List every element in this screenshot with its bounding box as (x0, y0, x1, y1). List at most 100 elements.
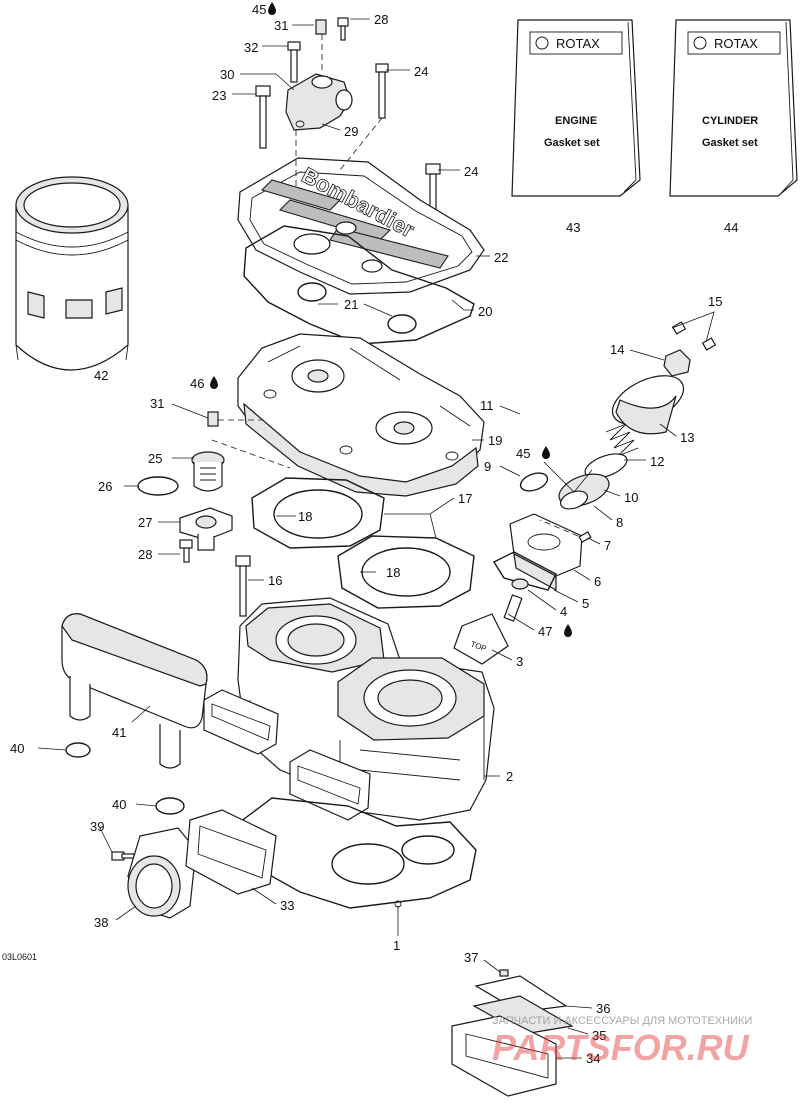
callout-28: 28 (138, 547, 152, 562)
callout-46: 46 (190, 376, 204, 391)
watermark-brand: PARTSFOR.RU (492, 1027, 750, 1068)
cylinder-head-cover: Bombardier (237, 157, 485, 295)
exhaust-valve-blade: TOP (453, 613, 509, 665)
callout-28: 28 (374, 12, 388, 27)
small-plug-31 (207, 411, 219, 427)
callout-15: 15 (708, 294, 722, 309)
callout-18: 18 (298, 509, 312, 524)
callout-30: 30 (220, 67, 234, 82)
callout-45: 45 (252, 2, 266, 17)
callout-47: 47 (538, 624, 552, 639)
booklet-cylinder-gasket-set: ROTAX CYLINDER Gasket set (669, 19, 798, 197)
booklet-subtitle: Gasket set (544, 137, 600, 149)
assembly-guide-lines (211, 34, 579, 537)
valve-cover (611, 375, 685, 435)
callout-22: 22 (494, 250, 508, 265)
callout-13: 13 (680, 430, 694, 445)
callout-43: 43 (566, 220, 580, 235)
callout-35: 35 (592, 1028, 606, 1043)
callout-32: 32 (244, 40, 258, 55)
booklet-engine-gasket-set: ROTAX ENGINE Gasket set (511, 19, 641, 197)
callout-31: 31 (274, 18, 288, 33)
thermostat (191, 451, 225, 492)
thermostat-housing-cover (285, 73, 353, 131)
callout-9: 9 (484, 459, 491, 474)
watermark-caption: ЗАПЧАСТИ И АКСЕССУАРЫ ДЛЯ МОТОТЕХНИКИ (492, 1015, 752, 1027)
callout-29: 29 (344, 124, 358, 139)
callout-34: 34 (586, 1051, 600, 1066)
callout-6: 6 (594, 574, 601, 589)
reed-stop-screw (499, 969, 509, 977)
hose-clamp-upper (65, 742, 91, 758)
oil-drop-icon (542, 446, 550, 459)
callout-27: 27 (138, 515, 152, 530)
callout-44: 44 (724, 220, 738, 235)
oil-drop-icon (210, 376, 218, 389)
watermark: ЗАПЧАСТИ И АКСЕССУАРЫ ДЛЯ МОТОТЕХНИКИ PA… (492, 1015, 752, 1068)
callout-16: 16 (268, 573, 282, 588)
valve-washer (584, 453, 628, 479)
callout-11: 11 (480, 398, 494, 413)
hose-clamp-lower (155, 797, 185, 815)
rotax-logo-icon (693, 36, 707, 50)
callout-17: 17 (458, 491, 472, 506)
callout-14: 14 (610, 342, 624, 357)
callout-1: 1 (393, 938, 400, 953)
screw-28-lower (179, 539, 193, 563)
callout-8: 8 (616, 515, 623, 530)
callout-31: 31 (150, 396, 164, 411)
callout-33: 33 (280, 898, 294, 913)
valve-spring (605, 423, 639, 457)
callout-10: 10 (624, 490, 638, 505)
callout-24: 24 (414, 64, 428, 79)
valve-screw-7 (578, 531, 592, 543)
drawing-code: 03L0601 (2, 952, 37, 962)
callout-40: 40 (10, 741, 24, 756)
callout-41: 41 (112, 725, 126, 740)
callout-36: 36 (596, 1001, 610, 1016)
callout-24: 24 (464, 164, 478, 179)
thermostat-o-ring (137, 476, 179, 496)
callout-7: 7 (604, 538, 611, 553)
oil-drop-icon (564, 624, 572, 637)
cylinder-bolt (235, 555, 251, 617)
booklet-title: CYLINDER (702, 115, 758, 127)
cylinder-head-gasket-rear (337, 535, 475, 609)
callout-4: 4 (560, 604, 567, 619)
oil-drop-icons (210, 2, 572, 637)
callout-40: 40 (112, 797, 126, 812)
head-cover-gasket (243, 225, 475, 345)
valve-gasket-5 (492, 551, 557, 591)
callout-labels: 45 31 28 32 24 30 2 3 29 24 22 21 20 42 1… (10, 2, 738, 1066)
booklet-title: ENGINE (555, 115, 597, 127)
callout-2: 2 (506, 769, 513, 784)
thermostat-cover (179, 507, 233, 551)
cylinder-base-gasket (231, 797, 477, 909)
callout-18: 18 (386, 565, 400, 580)
callout-19: 19 (488, 433, 502, 448)
booklet-subtitle: Gasket set (702, 137, 758, 149)
callout-42: 42 (94, 368, 108, 383)
oil-drop-icon (268, 2, 276, 15)
cylinder-head-gasket-front (251, 477, 385, 549)
callout-21: 21 (344, 297, 358, 312)
cylinder-sleeve (15, 176, 129, 371)
valve-housing (509, 513, 583, 592)
reed-valve-33 (185, 809, 277, 895)
callout-37: 37 (464, 950, 478, 965)
reed-cage-left (203, 689, 279, 755)
callout-5: 5 (582, 596, 589, 611)
callout-3: 3 (516, 654, 523, 669)
callout-12: 12 (650, 454, 664, 469)
valve-cover-cap (663, 349, 691, 377)
reed-valve-body (451, 1015, 557, 1097)
callout-39: 39 (90, 819, 104, 834)
callout-45: 45 (516, 446, 530, 461)
adaptor-screw (111, 851, 135, 861)
rotax-logo-icon (535, 36, 549, 50)
leader-lines (37, 18, 715, 1059)
booklet-brand: ROTAX (714, 36, 758, 51)
callout-20: 20 (478, 304, 492, 319)
